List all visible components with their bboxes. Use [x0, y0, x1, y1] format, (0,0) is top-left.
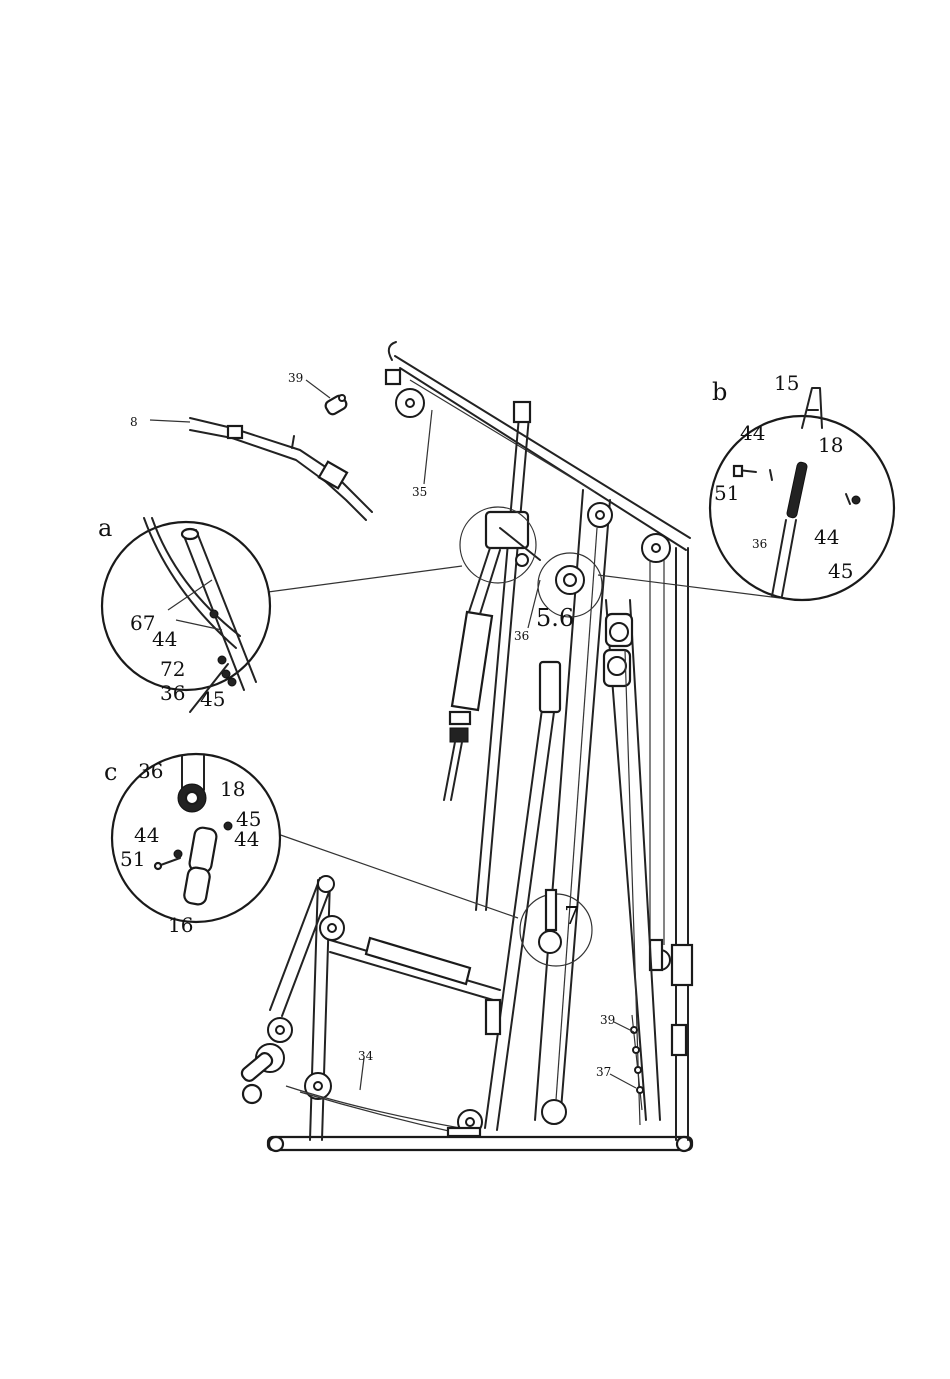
detail-a-circle — [102, 518, 270, 712]
label-7: 7 — [564, 902, 579, 930]
tube-sleeve — [444, 548, 500, 800]
boom-end-pulley — [642, 534, 670, 562]
pulley-56 — [556, 566, 584, 594]
label-39-low: 39 — [600, 1013, 615, 1027]
lat-bar-8 — [190, 418, 372, 520]
label-b-15: 15 — [774, 371, 799, 395]
label-b-45: 45 — [828, 559, 853, 583]
label-37: 37 — [596, 1065, 611, 1079]
lower-slide — [458, 662, 560, 1134]
label-c-18: 18 — [220, 777, 245, 801]
vertical-guide-rods — [650, 560, 664, 945]
label-a-44: 44 — [152, 627, 177, 651]
label-34: 34 — [358, 1049, 374, 1063]
label-36-mid: 36 — [514, 629, 529, 643]
label-b-36: 36 — [752, 537, 767, 551]
zoom-circle-7-source — [520, 890, 592, 966]
label-c-51: 51 — [120, 847, 145, 871]
detail-a-letter: a — [98, 514, 112, 542]
detail-b-letter: b — [712, 378, 727, 406]
label-8: 8 — [130, 415, 138, 429]
seat-frame — [330, 938, 500, 1034]
base-rail — [268, 1137, 692, 1151]
label-b-44a: 44 — [740, 421, 765, 445]
label-b-18: 18 — [818, 433, 843, 457]
detail-c-letter: c — [104, 758, 117, 786]
label-a-36: 36 — [160, 681, 185, 705]
label-a-72: 72 — [160, 657, 185, 681]
label-b-51: 51 — [714, 481, 739, 505]
label-c-36: 36 — [138, 759, 163, 783]
label-b-44b: 44 — [814, 525, 839, 549]
label-c-44a: 44 — [134, 823, 159, 847]
label-5-6: 5.6 — [536, 604, 574, 632]
label-39-top: 39 — [288, 371, 303, 385]
label-c-16: 16 — [168, 913, 193, 937]
label-c-44b: 44 — [234, 827, 259, 851]
top-boom — [389, 342, 690, 550]
top-boom-pulley — [386, 370, 424, 417]
label-35: 35 — [412, 485, 427, 499]
clip-39 — [324, 394, 348, 416]
label-a-45: 45 — [200, 687, 225, 711]
